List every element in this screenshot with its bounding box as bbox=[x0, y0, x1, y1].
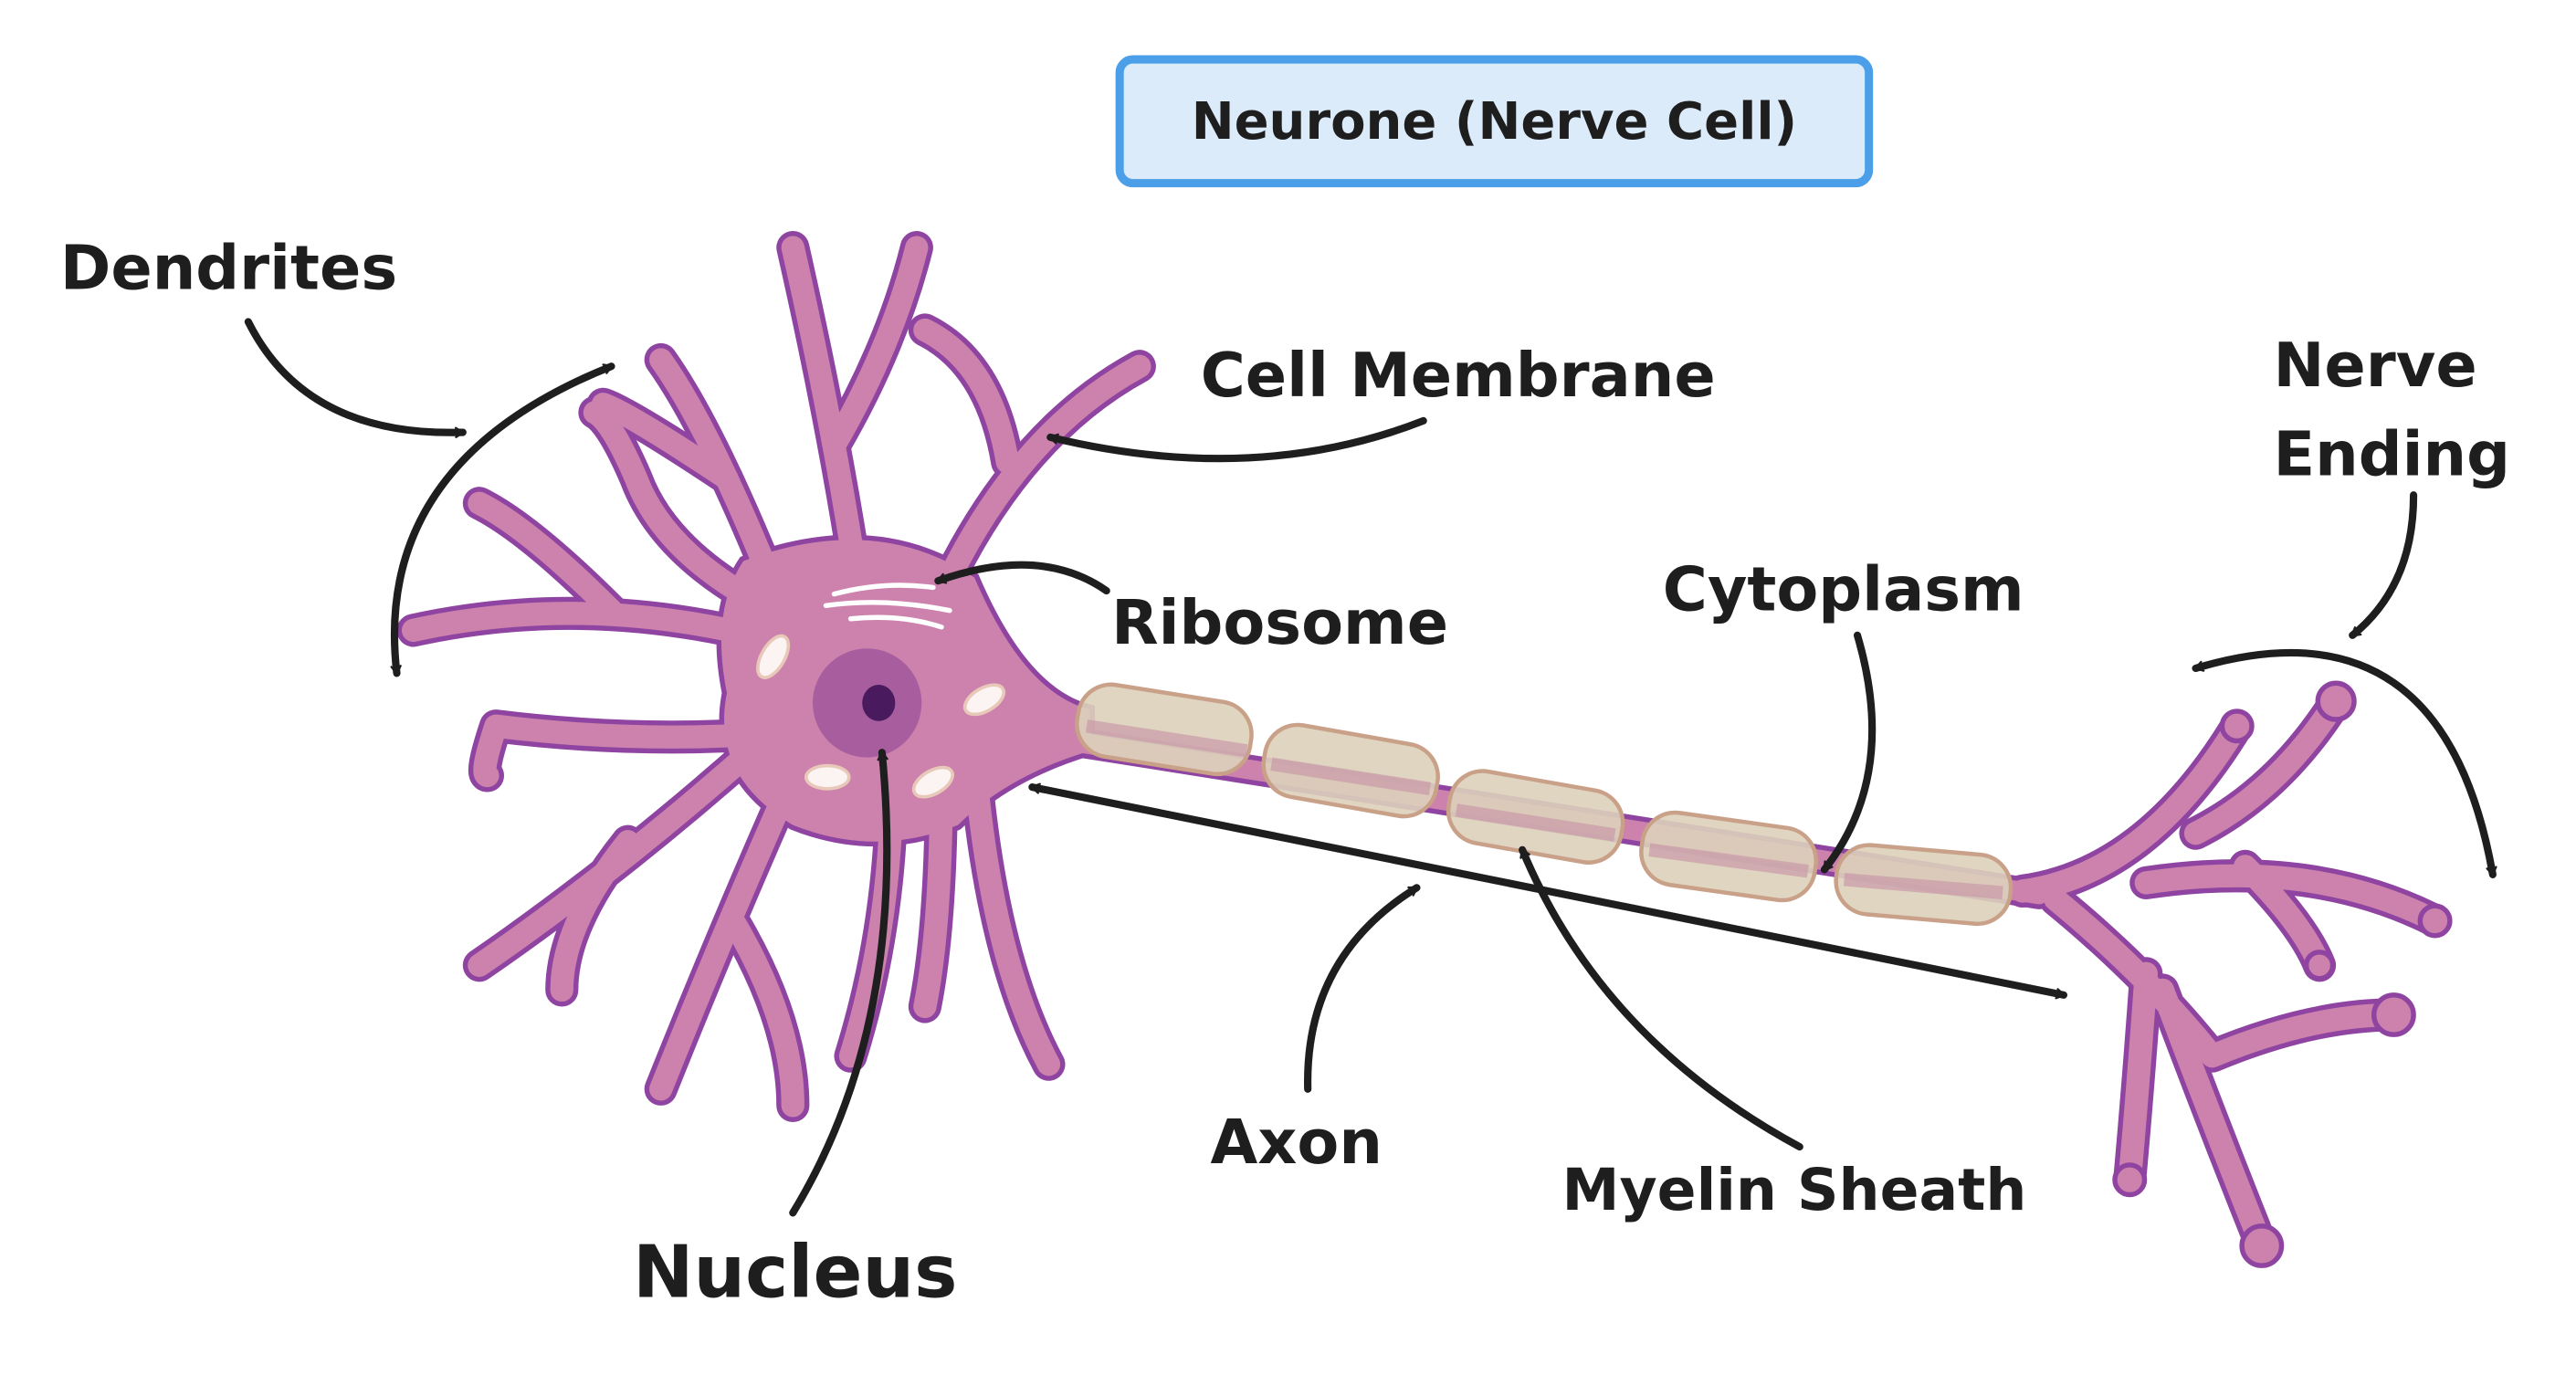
ribosome-arrow bbox=[934, 561, 1110, 595]
label-nerve-ending-1: Nerve bbox=[2273, 330, 2476, 401]
label-nucleus: Nucleus bbox=[633, 1230, 957, 1315]
label-ribosome: Ribosome bbox=[1111, 587, 1448, 658]
axon-arrow bbox=[1304, 884, 1421, 1093]
label-cell-membrane: Cell Membrane bbox=[1201, 340, 1716, 411]
axon-length-arrow bbox=[1028, 782, 2068, 1000]
title-box: Neurone (Nerve Cell) bbox=[1115, 55, 1874, 188]
ribosome-er bbox=[823, 583, 952, 630]
label-myelin-sheath: Myelin Sheath bbox=[1562, 1156, 2027, 1223]
label-cytoplasm: Cytoplasm bbox=[1663, 554, 2024, 625]
dendrites-arrow bbox=[244, 318, 467, 438]
cell-membrane-arrow bbox=[1046, 416, 1427, 463]
nerve-ending-span-arrow bbox=[2192, 648, 2497, 878]
label-dendrites: Dendrites bbox=[60, 232, 397, 303]
dendrites-span-arrow bbox=[390, 362, 615, 677]
annotation-arrows bbox=[244, 318, 2497, 1217]
cytoplasm-arrow bbox=[1820, 631, 1877, 874]
nucleus-arrow bbox=[789, 749, 891, 1217]
nucleolus-shape bbox=[862, 685, 896, 721]
diagram-title: Neurone (Nerve Cell) bbox=[1192, 92, 1797, 152]
label-axon: Axon bbox=[1211, 1107, 1383, 1178]
label-nerve-ending-2: Ending bbox=[2273, 419, 2510, 490]
myelin-sheath-arrow bbox=[1519, 845, 1803, 1151]
nerve-ending-arrow bbox=[2349, 491, 2418, 639]
